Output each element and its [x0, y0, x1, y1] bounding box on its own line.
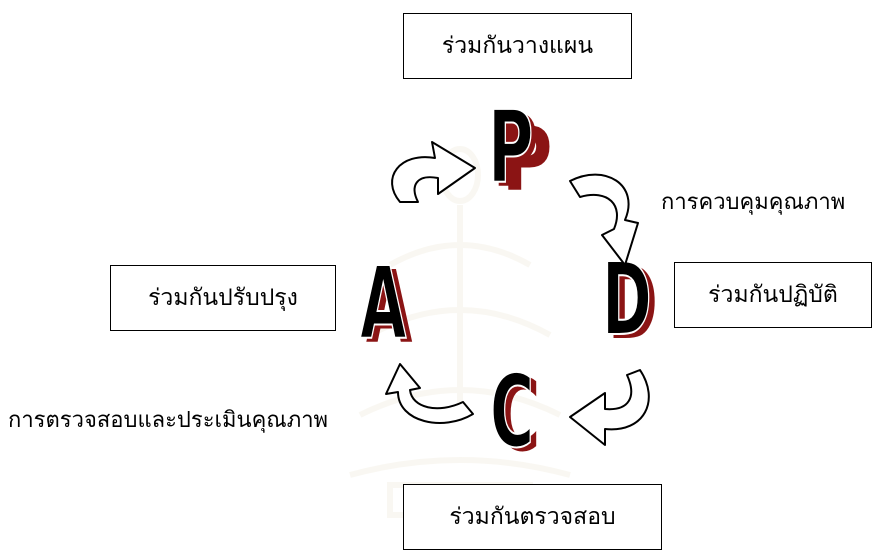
letter-c: C C: [489, 353, 550, 470]
letter-p: P: [502, 109, 552, 212]
letter-p-glyph: P: [487, 89, 534, 206]
curved-arrow-icon: [569, 173, 639, 266]
letter-c-glyph: C: [489, 353, 535, 470]
curved-arrow-icon: [569, 369, 650, 446]
letter-c-shadow: C: [496, 357, 541, 474]
letter-p: P P: [487, 89, 548, 206]
letter-p-shadow: P: [493, 93, 539, 210]
curved-arrow-icon: [385, 363, 474, 424]
letter-a-shadow: A: [366, 249, 413, 366]
quality-assessment-label: การตรวจสอบและประเมินคุณภาพ: [8, 408, 329, 433]
emblem-watermark-icon: [349, 146, 571, 518]
letter-a-glyph: A: [359, 245, 407, 362]
letter-d-shadow: D: [608, 245, 658, 362]
quality-control-label: การควบคุมคุณภาพ: [661, 190, 846, 215]
letter-a: A A: [359, 245, 420, 362]
do-box: ร่วมกันปฏิบัติ: [674, 262, 872, 328]
letter-p-shadow: P: [502, 109, 552, 212]
curved-arrow-icon: [391, 141, 476, 203]
act-box: ร่วมกันปรับปรุง: [110, 265, 336, 331]
letter-d: D D: [601, 241, 662, 358]
plan-box: ร่วมกันวางแผน: [403, 13, 632, 79]
letter-d-glyph: D: [601, 241, 652, 358]
